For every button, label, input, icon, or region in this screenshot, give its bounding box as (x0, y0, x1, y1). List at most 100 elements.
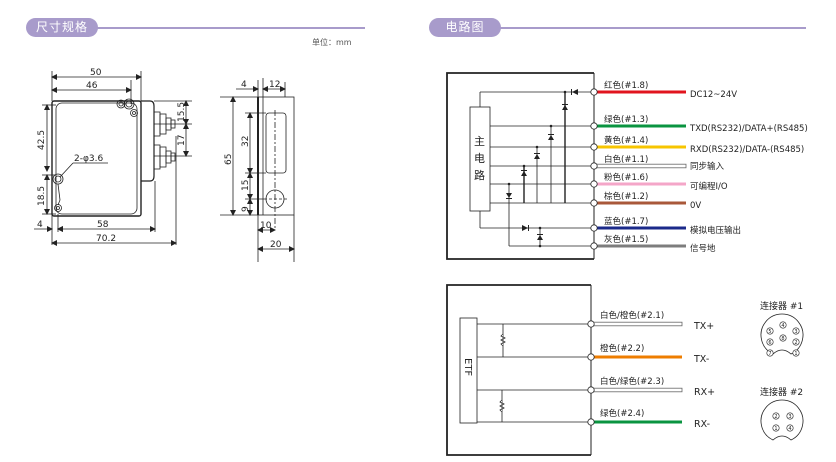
wire-label: 白色/橙色(#2.1) (600, 310, 664, 321)
wire-pink: 粉色(#1.6)可编程I/O (590, 172, 728, 192)
connector-pin: 2 (792, 338, 800, 346)
connector-pin: 3 (792, 327, 800, 335)
resistor-1 (500, 333, 506, 347)
dim-58: 58 (97, 220, 109, 230)
wire-label: 白色/绿色(#2.3) (600, 376, 664, 387)
section-title-dimensions: 尺寸规格 (26, 18, 98, 37)
main-block-label: 主 电 路 (474, 135, 485, 182)
wire-label: 橙色(#2.2) (600, 343, 644, 354)
wire-label: 绿色(#1.3) (604, 114, 648, 125)
dim-side-9: 9 (241, 206, 251, 212)
terminal (587, 320, 595, 328)
pin-number: 3 (788, 414, 791, 420)
diodes (506, 89, 578, 248)
wire-blue: 蓝色(#1.7)模拟电压输出 (590, 216, 741, 236)
etf-block (459, 317, 478, 424)
sensor-body-outline (51, 100, 142, 217)
connector-pin: 6 (766, 338, 774, 346)
section-rule-dimensions (96, 27, 365, 29)
main-wires: 红色(#1.8) DC12~24V 绿色(#1.3)TXD(RS232)/DATA+… (590, 80, 808, 254)
terminal (590, 122, 598, 130)
section-rule-circuit (500, 27, 806, 29)
wire-signal: 0V (690, 201, 701, 211)
dim-15-5: 15.5 (177, 102, 187, 122)
connector-lower (153, 144, 176, 170)
wire-label: 黄色(#1.4) (604, 135, 648, 146)
main-block-char: 电 (474, 152, 485, 165)
front-view-labels: 50 46 42.5 18.5 4 58 70.2 15.5 17 2-φ3.6 (37, 68, 187, 244)
dim-side-15: 15 (241, 180, 251, 191)
dim-42-5: 42.5 (37, 130, 47, 150)
pin-number: 1 (774, 426, 777, 432)
wire-label: 蓝色(#1.7) (604, 216, 648, 227)
dim-side-20: 20 (270, 240, 282, 250)
wire-signal: RXD(RS232)/DATA-(RS485) (690, 145, 804, 155)
wire-label: 棕色(#1.2) (604, 191, 648, 202)
wire-white: 白色(#1.1)同步输入 (590, 154, 725, 172)
side-window (265, 112, 287, 174)
main-circuit (446, 72, 595, 260)
main-block-char: 路 (474, 169, 485, 182)
dim-50: 50 (90, 68, 102, 78)
pin-number: 7 (768, 351, 771, 357)
dim-side-65: 65 (224, 154, 234, 165)
wire-signal: 可编程I/O (690, 181, 728, 192)
wire-line (590, 387, 683, 393)
pin-number: 5 (768, 329, 771, 335)
wire-label: 绿色(#2.4) (600, 408, 644, 419)
dim-18-5: 18.5 (37, 186, 47, 206)
dim-side-4: 4 (241, 80, 247, 90)
dim-side-12: 12 (269, 80, 280, 90)
connector-housing (141, 100, 155, 182)
connector-pin: 3 (786, 412, 794, 420)
section-title-circuit: 电路图 (429, 18, 501, 37)
sensor-face (55, 102, 138, 215)
terminal (587, 353, 595, 361)
pin-number: 4 (781, 323, 784, 329)
etf-wire-green: 绿色(#2.4) RX- (587, 408, 710, 430)
hole-label: 2-φ3.6 (74, 154, 103, 164)
wire-signal: TX- (693, 354, 709, 365)
terminal (590, 199, 598, 207)
etf-wires: 白色/橙色(#2.1) TX+ 橙色(#2.2) TX- 白色/绿色(#2.3)RX+ 绿… (587, 310, 715, 430)
main-circuit-frame (446, 72, 594, 260)
mount-hole (116, 99, 126, 109)
wire-signal: DC12~24V (690, 90, 737, 100)
connector-pin: 5 (766, 327, 774, 335)
etf-wire-white-green: 白色/绿色(#2.3)RX+ (587, 376, 715, 398)
terminal (590, 180, 598, 188)
connector-pin: 7 (766, 349, 774, 357)
dim-side-10: 10 (260, 221, 272, 231)
wire-yellow: 黄色(#1.4) RXD(RS232)/DATA-(RS485) (590, 135, 804, 155)
connector-pin: 4 (779, 321, 787, 329)
dim-17: 17 (177, 135, 187, 146)
resistor-2 (499, 399, 505, 413)
pin-number: 2 (794, 340, 797, 346)
terminal (587, 418, 595, 426)
wire-label: 灰色(#1.5) (604, 234, 648, 245)
connector-pin: 1 (792, 349, 800, 357)
wire-signal: 同步输入 (690, 161, 725, 172)
main-block-char: 主 (474, 135, 485, 148)
etf-circuit (446, 284, 592, 456)
wire-brown: 棕色(#1.2) 0V (590, 191, 701, 211)
terminal (590, 88, 598, 96)
wire-gray: 灰色(#1.5)信号地 (590, 234, 716, 254)
side-view (220, 78, 295, 262)
wire-signal: RX- (694, 419, 710, 430)
front-view (34, 71, 192, 246)
terminal (590, 162, 598, 170)
terminal (587, 386, 595, 394)
connector-pin: 4 (786, 424, 794, 432)
connector-pin: 2 (772, 412, 780, 420)
pin-number: 1 (794, 351, 797, 357)
wire-green: 绿色(#1.3)TXD(RS232)/DATA+(RS485) (590, 114, 808, 134)
pin-number: 2 (774, 414, 777, 420)
wire-signal: TX+ (693, 321, 714, 332)
terminal (590, 224, 598, 232)
wire-label: 红色(#1.8) (604, 80, 648, 91)
etf-wire-orange: 橙色(#2.2) TX- (587, 343, 709, 365)
